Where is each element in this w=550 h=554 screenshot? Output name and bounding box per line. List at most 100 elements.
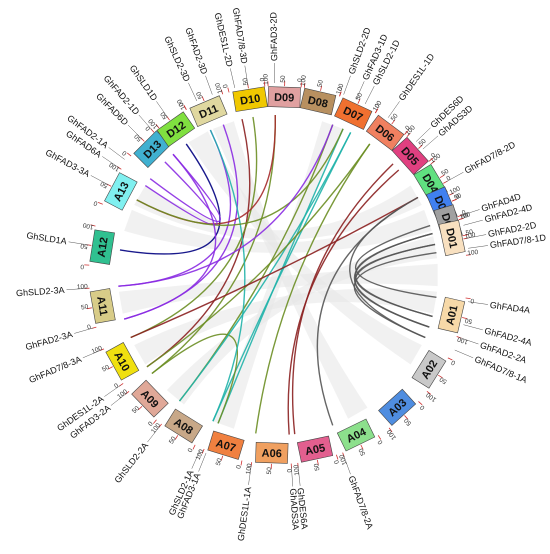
- tick-label: 50: [358, 447, 368, 457]
- link-band: [124, 209, 432, 253]
- gene-pointer: [244, 65, 249, 86]
- gene-pointer: [445, 172, 464, 183]
- tick-mark: [357, 99, 361, 104]
- gene-pointer: [343, 455, 351, 475]
- tick-label: 0: [187, 447, 195, 454]
- tick-label: 50: [465, 229, 474, 237]
- chromosome-ring: A01A02A03A04A05A06A07A08A09A10A11A12A13D…: [89, 86, 466, 464]
- tick-label: 100: [372, 99, 384, 112]
- gene-pointer: [188, 82, 198, 102]
- chromosome-a08: A08: [164, 408, 203, 444]
- gene-pointer: [74, 327, 94, 334]
- chromosome-d05: D05: [391, 136, 429, 175]
- tick-mark: [404, 130, 409, 135]
- tick-mark: [192, 444, 196, 450]
- synteny-link: [124, 153, 217, 320]
- tick-label: 50: [403, 416, 413, 426]
- synteny-link: [136, 128, 344, 227]
- tick-label: 100: [338, 453, 348, 466]
- gene-pointer: [468, 301, 488, 305]
- chromosome-d01: D01: [438, 219, 466, 257]
- gene-pointer: [460, 209, 480, 216]
- tick-mark: [303, 82, 306, 88]
- tick-label: 50: [464, 316, 473, 325]
- gene-pointer: [463, 219, 483, 226]
- gene-label: GhDES1L-1A: [236, 486, 253, 541]
- tick-mark: [374, 108, 379, 114]
- gene-pointer: [104, 384, 121, 397]
- tick-label: 100: [459, 211, 472, 221]
- tick-label: 50: [316, 79, 325, 88]
- chromosome-a05: A05: [296, 435, 334, 463]
- tick-label: 0: [147, 420, 155, 428]
- chromosome-d07: D07: [334, 97, 373, 130]
- tick-label: 0: [113, 382, 120, 390]
- tick-label: 0: [259, 77, 266, 81]
- gene-pointer: [108, 147, 125, 160]
- tick-label: 50: [101, 364, 111, 374]
- tick-mark: [201, 448, 205, 454]
- gene-pointer: [364, 85, 375, 105]
- gene-label: GhSLD1D: [128, 63, 160, 103]
- tick-label: 50: [168, 435, 178, 445]
- tick-label: 0: [376, 438, 384, 445]
- tick-label: 100: [335, 83, 345, 96]
- gene-pointer: [343, 75, 351, 95]
- chromosome-a06: A06: [255, 442, 289, 464]
- gene-pointer: [415, 127, 431, 142]
- synteny-link: [209, 129, 246, 422]
- tick-label: 100: [300, 74, 308, 86]
- chromosome-label: D08: [307, 94, 329, 110]
- tick-label: 0: [470, 297, 475, 304]
- gene-label: GhDES1L-1D: [397, 51, 437, 102]
- tick-mark: [227, 87, 230, 93]
- gene-label: GhSLD2-3D: [162, 34, 192, 83]
- tick-label: 0: [86, 324, 92, 332]
- tick-mark: [183, 105, 187, 110]
- chromosome-a01: A01: [437, 296, 466, 334]
- links-layer: [118, 115, 437, 435]
- tick-mark: [388, 427, 393, 433]
- synteny-link: [355, 243, 436, 318]
- tick-label: 100: [91, 345, 104, 356]
- tick-label: 50: [390, 112, 400, 122]
- gene-pointer: [297, 465, 301, 486]
- chromosome-label: D09: [274, 92, 295, 105]
- tick-label: 100: [245, 463, 253, 475]
- tick-label: 50: [453, 192, 463, 201]
- tick-mark: [426, 391, 432, 395]
- tick-label: 50: [461, 212, 470, 221]
- chromosome-a13: A13: [104, 172, 138, 211]
- link-band: [212, 121, 344, 429]
- tick-mark: [462, 317, 468, 320]
- chromosome-d10: D10: [232, 86, 268, 112]
- gene-pointer: [102, 156, 119, 168]
- tick-label: 50: [438, 375, 448, 385]
- gene-pointer: [90, 175, 109, 186]
- tick-mark: [126, 152, 132, 157]
- gene-pointer: [82, 349, 102, 359]
- chromosome-label: A05: [304, 442, 326, 458]
- gene-pointer: [291, 466, 294, 487]
- tick-label: 0: [404, 124, 412, 132]
- gene-pointer: [127, 124, 143, 140]
- tick-label: 50: [440, 168, 450, 178]
- tick-label: 100: [82, 221, 95, 231]
- tick-label: 0: [430, 152, 437, 160]
- tick-mark: [201, 96, 205, 102]
- chromosome-a10: A10: [105, 342, 140, 381]
- gene-pointer: [230, 68, 236, 88]
- tick-label: 0: [455, 193, 461, 201]
- tick-label: 50: [242, 77, 250, 86]
- gene-pointer: [422, 135, 439, 150]
- tick-mark: [462, 234, 468, 237]
- tick-label: 0: [461, 209, 467, 217]
- tick-mark: [300, 82, 303, 88]
- tick-mark: [418, 144, 423, 149]
- tick-mark: [240, 460, 243, 466]
- chromosome-a03: A03: [378, 388, 417, 426]
- gene-pointer: [459, 337, 479, 345]
- gene-pointer: [454, 349, 474, 359]
- tick-mark: [458, 217, 464, 221]
- tick-mark: [465, 297, 471, 300]
